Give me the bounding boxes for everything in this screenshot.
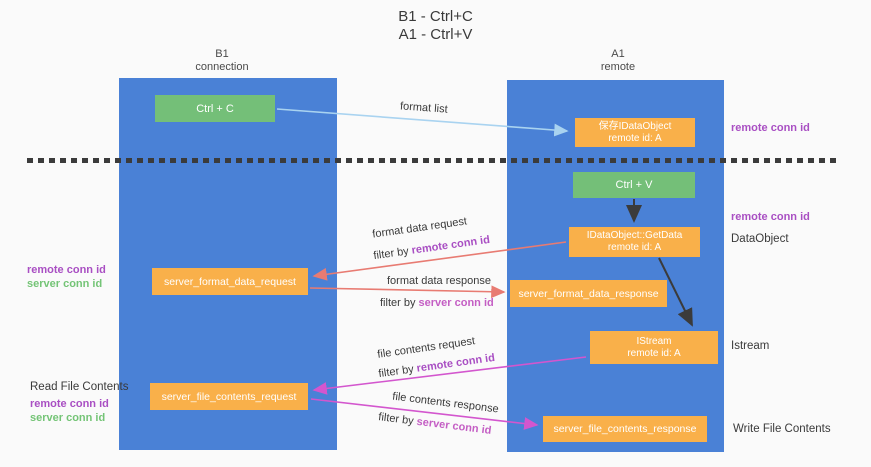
node-getdata-line2: remote id: A [607,242,662,253]
node-istream-line2: remote id: A [627,347,681,359]
note-server-conn-id-left-2: server conn id [30,412,106,424]
node-getdata-line1: IDataObject::GetData [586,230,683,241]
node-ctrl-v-label: Ctrl + V [615,179,653,191]
node-save-idataobject-line1: 保存IDataObject [598,120,672,132]
node-server-file-contents-request-label: server_file_contents_request [161,390,297,403]
left-column-title: B1 [215,48,229,60]
node-ctrl-c: Ctrl + C [155,95,275,122]
page-title: B1 - Ctrl+C A1 - Ctrl+V [0,8,871,44]
label-format-data-request: format data request [371,215,468,241]
note-write-file-contents: Write File Contents [733,423,831,435]
node-istream-line1: IStream [636,335,672,347]
node-server-file-contents-response: server_file_contents_response [543,416,707,442]
left-column-subtitle: connection [195,61,249,73]
note-remote-conn-id-mid: remote conn id [731,211,810,223]
node-server-format-data-request-label: server_format_data_request [164,275,296,288]
note-read-file-contents: Read File Contents [30,381,129,393]
note-istream: Istream [731,340,770,352]
label-filter-by-server-conn-id-2: filter by server conn id [377,411,493,437]
node-server-format-data-request: server_format_data_request [152,268,308,295]
node-ctrl-c-label: Ctrl + C [196,102,234,115]
node-server-file-contents-request: server_file_contents_request [150,383,308,410]
note-dataobject: DataObject [731,233,789,245]
node-save-idataobject: 保存IDataObject remote id: A [575,118,695,147]
note-remote-conn-id-left-1: remote conn id [27,264,106,276]
node-server-format-data-response: server_format_data_response [510,280,667,307]
label-file-contents-response: file contents response [391,390,500,416]
title-line-2: A1 - Ctrl+V [398,26,473,43]
arrow-format-data-response [309,285,506,299]
node-idataobject-getdata: IDataObject::GetData remote id: A [569,227,700,257]
phase-divider-dashed-line [27,158,838,163]
left-column-header: B1 connection [162,48,282,74]
note-remote-conn-id-top: remote conn id [731,122,810,134]
node-server-file-contents-response-label: server_file_contents_response [553,423,697,435]
label-format-list: format list [399,100,449,116]
title-line-1: B1 - Ctrl+C [398,8,473,25]
right-column-header: A1 remote [558,48,678,74]
right-column-subtitle: remote [600,61,636,73]
note-remote-conn-id-left-2: remote conn id [30,398,109,410]
node-ctrl-v: Ctrl + V [573,172,695,198]
label-filter-by-server-conn-id-1: filter by server conn id [380,297,494,309]
node-istream: IStream remote id: A [590,331,718,364]
label-format-data-response: format data response [387,275,491,287]
right-column-title: A1 [611,48,625,60]
node-server-format-data-response-label: server_format_data_response [518,287,659,300]
node-save-idataobject-line2: remote id: A [608,132,662,144]
note-server-conn-id-left-1: server conn id [27,278,103,290]
